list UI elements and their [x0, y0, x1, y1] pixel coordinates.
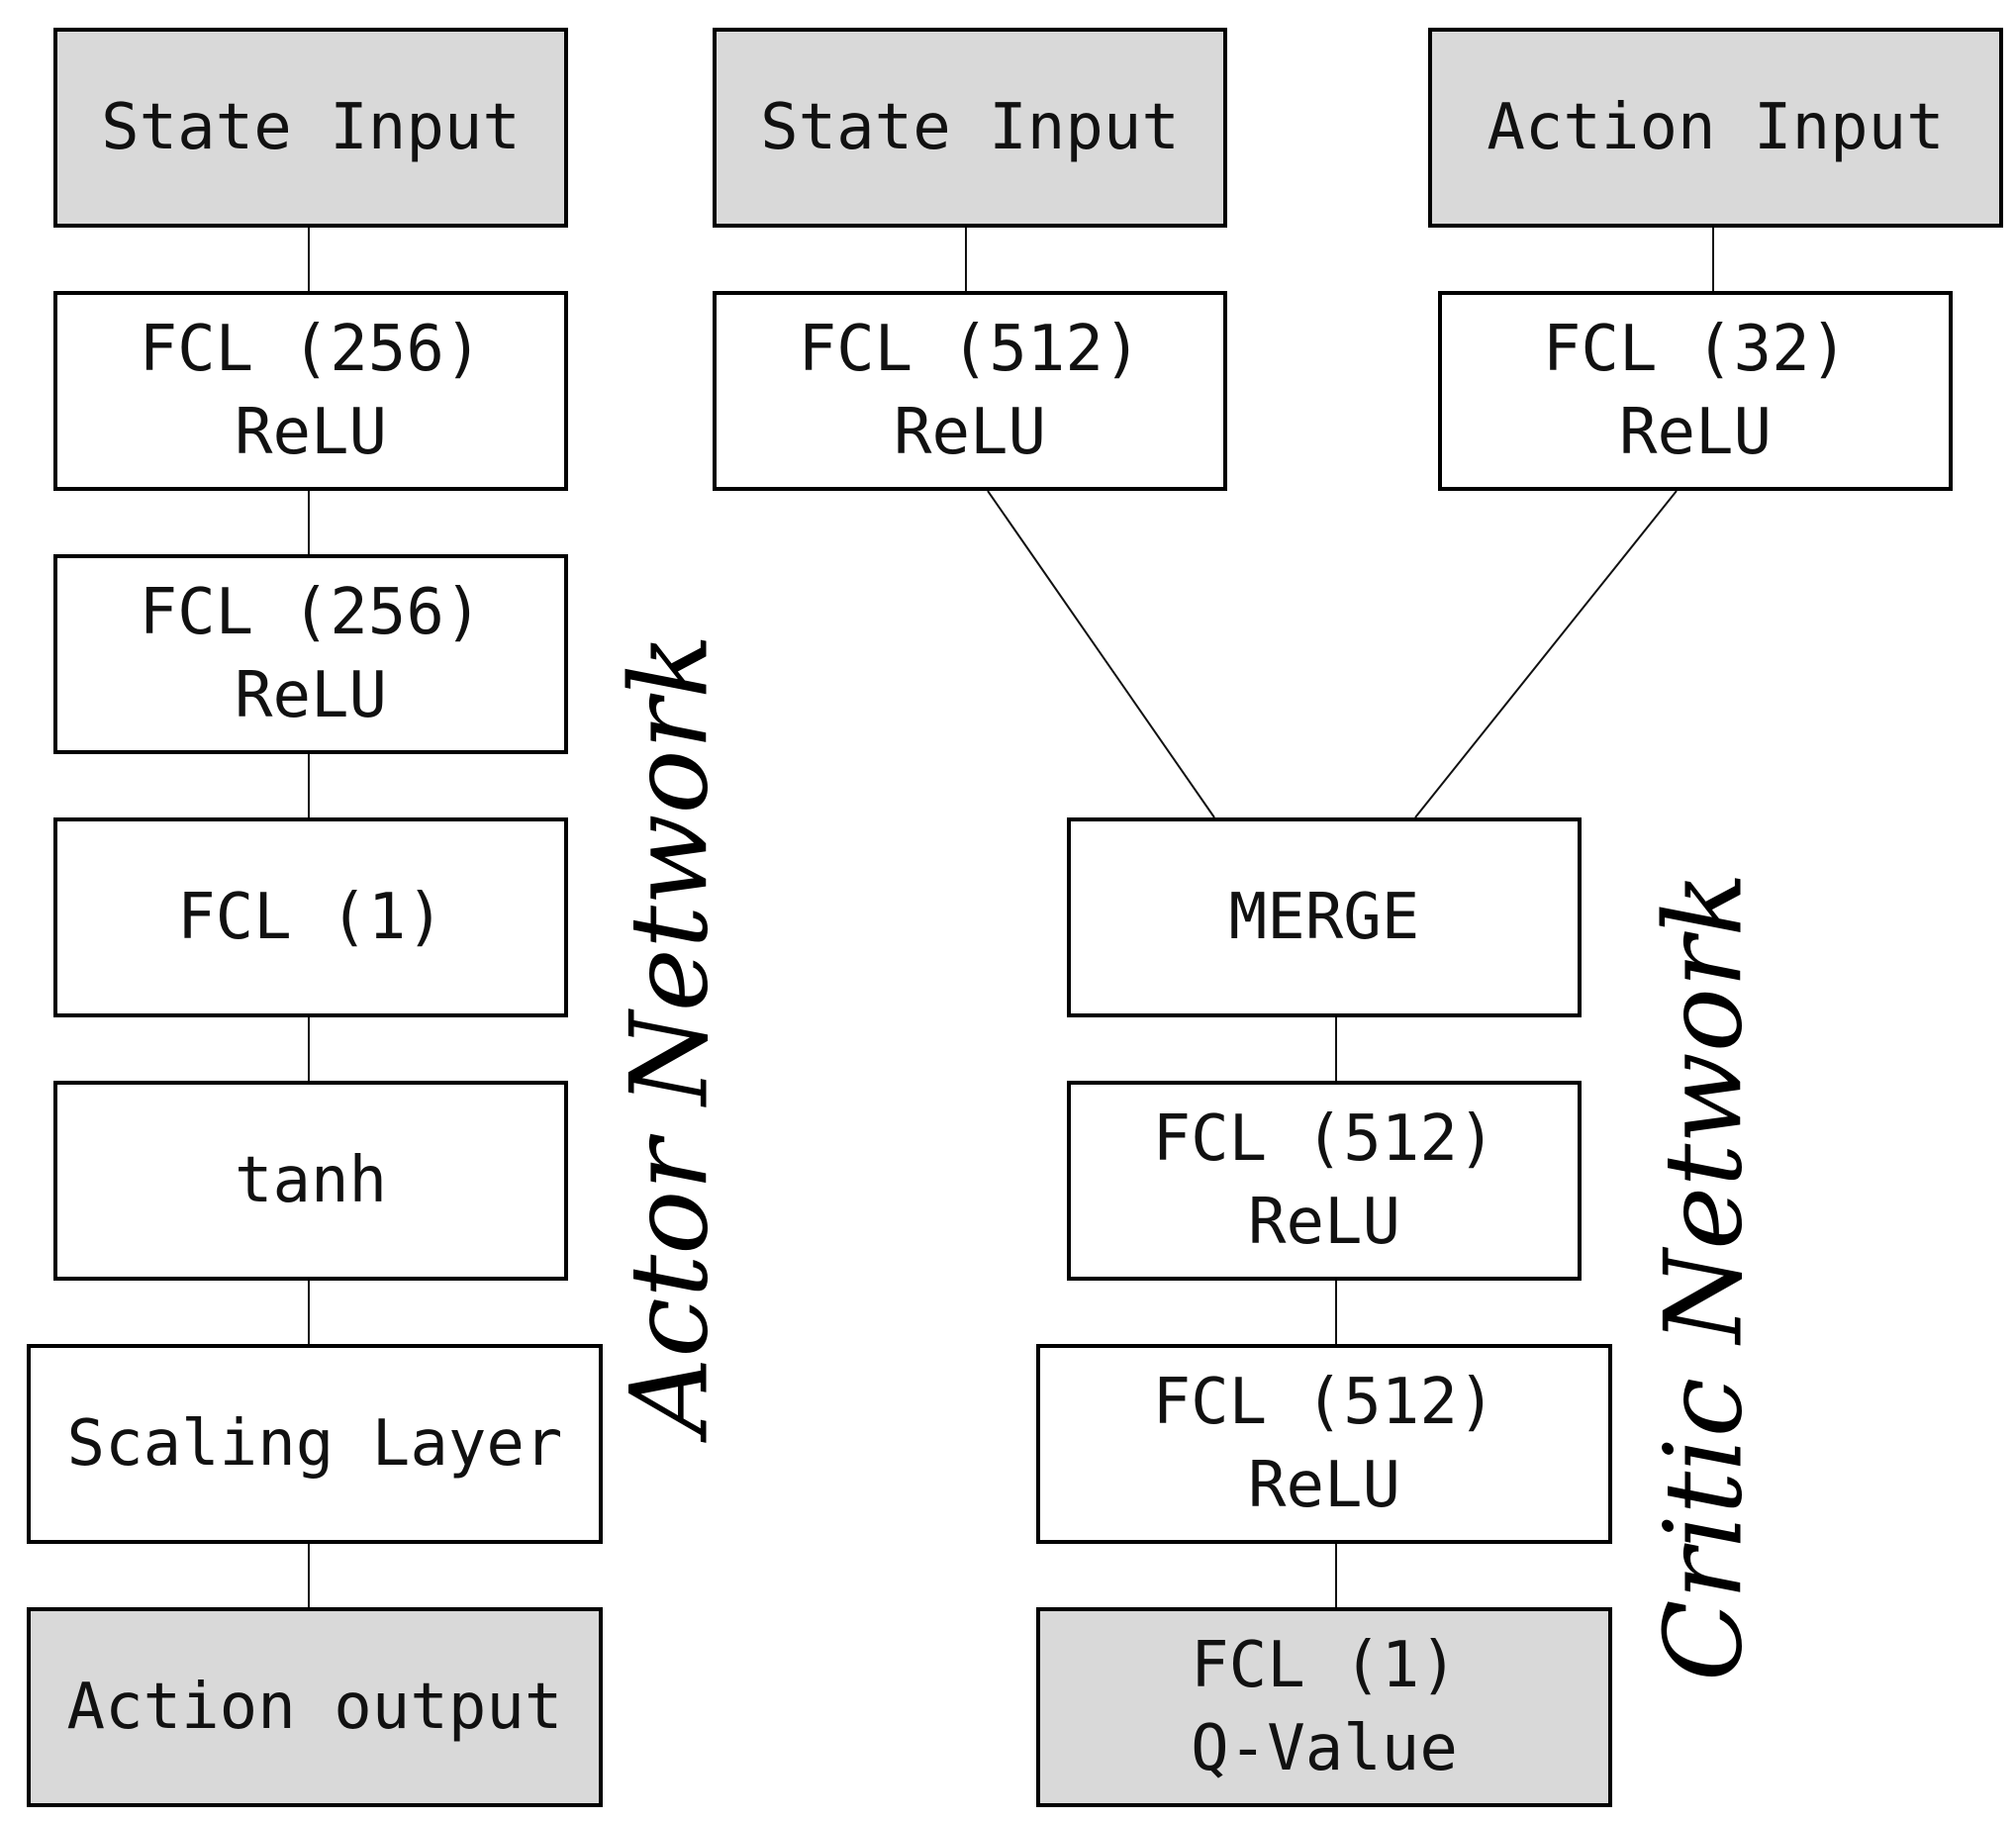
- actor-tanh-node: tanh: [53, 1081, 568, 1281]
- actor-state-input-label: State Input: [101, 91, 521, 164]
- actor-scaling-layer-node: Scaling Layer: [27, 1344, 603, 1544]
- edge-critic-statefcl-merge: [987, 490, 1215, 818]
- critic-state-fcl-512-label: FCL (512) ReLU: [798, 313, 1142, 469]
- actor-fcl-256-label-2: FCL (256) ReLU: [139, 576, 483, 732]
- critic-action-input-node: Action Input: [1428, 28, 2003, 228]
- critic-state-input-node: State Input: [713, 28, 1227, 228]
- critic-action-fcl-32-node: FCL (32) ReLU: [1438, 291, 1953, 491]
- edge-critic-actionfcl-merge: [1414, 490, 1678, 818]
- actor-scaling-layer-label: Scaling Layer: [66, 1407, 563, 1481]
- critic-merge-label: MERGE: [1228, 881, 1420, 954]
- actor-fcl-1-node: FCL (1): [53, 817, 568, 1017]
- actor-network-label: Actor Network: [608, 633, 732, 1435]
- critic-action-fcl-32-label: FCL (32) ReLU: [1542, 313, 1849, 469]
- critic-action-input-label: Action Input: [1487, 91, 1945, 164]
- critic-q-value-node: FCL (1) Q-Value: [1036, 1607, 1612, 1807]
- actor-fcl-1-label: FCL (1): [177, 881, 444, 954]
- actor-action-output-node: Action output: [27, 1607, 603, 1807]
- critic-merge-node: MERGE: [1067, 817, 1582, 1017]
- actor-tanh-label: tanh: [234, 1144, 388, 1217]
- actor-fcl-256-label-1: FCL (256) ReLU: [139, 313, 483, 469]
- actor-action-output-label: Action output: [66, 1671, 563, 1744]
- actor-fcl-256-node-2: FCL (256) ReLU: [53, 554, 568, 754]
- actor-state-input-node: State Input: [53, 28, 568, 228]
- critic-fcl-512-node-2: FCL (512) ReLU: [1036, 1344, 1612, 1544]
- critic-network-label: Critic Network: [1642, 872, 1767, 1681]
- critic-fcl-512-label-1: FCL (512) ReLU: [1152, 1103, 1496, 1259]
- actor-fcl-256-node-1: FCL (256) ReLU: [53, 291, 568, 491]
- critic-state-input-label: State Input: [760, 91, 1180, 164]
- critic-state-fcl-512-node: FCL (512) ReLU: [713, 291, 1227, 491]
- critic-fcl-512-node-1: FCL (512) ReLU: [1067, 1081, 1582, 1281]
- critic-fcl-512-label-2: FCL (512) ReLU: [1152, 1366, 1496, 1522]
- critic-q-value-label: FCL (1) Q-Value: [1191, 1629, 1458, 1785]
